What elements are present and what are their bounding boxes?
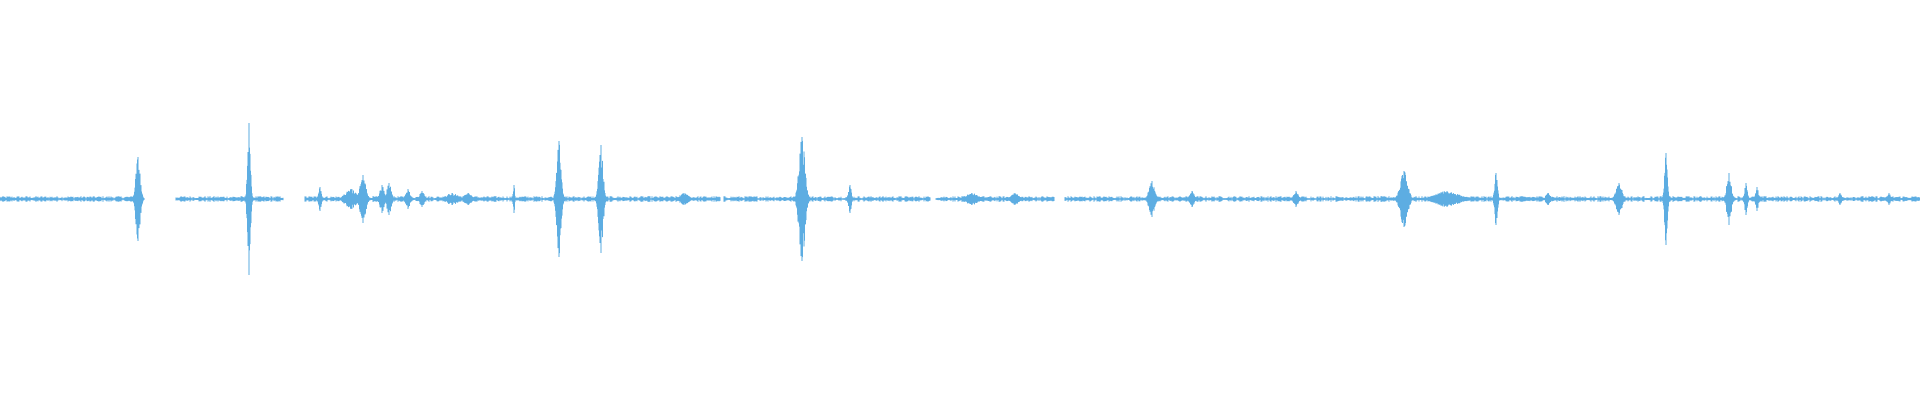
waveform-spike [1884,193,1894,205]
waveform-spike [1661,153,1671,245]
waveform-spike [1491,173,1501,225]
waveform-spike [244,123,254,275]
waveform-spike [354,175,372,223]
waveform-spike [382,183,396,215]
waveform-spike [1185,191,1199,207]
waveform-segment [723,196,931,202]
waveform-spike [845,185,855,213]
waveform-spike [1610,183,1628,215]
waveform-spike [1004,193,1026,205]
waveform-spike [552,141,566,257]
waveform-spike [1752,187,1762,211]
waveform-spike [315,187,325,211]
waveform-spike [1835,193,1845,205]
waveform-spike [1393,171,1415,227]
waveform-spike [415,191,429,207]
waveform-spike [1722,173,1736,225]
waveform-spike [955,193,989,205]
waveform-spike [511,185,517,213]
waveform-segment [935,196,1055,202]
waveform-spike [793,137,811,261]
waveform-spike [671,193,697,205]
waveform-spike [1414,191,1480,207]
waveform-segment [0,196,141,202]
waveform-spike [1541,193,1555,205]
waveform-spike [1741,183,1751,215]
waveform-spike [1289,191,1303,207]
waveform-spike [457,193,479,205]
waveform-spike [594,145,608,253]
waveform-spike [401,189,415,209]
waveform-spike [1143,181,1161,217]
waveform-segment [175,196,284,202]
waveform-spike [131,157,145,241]
